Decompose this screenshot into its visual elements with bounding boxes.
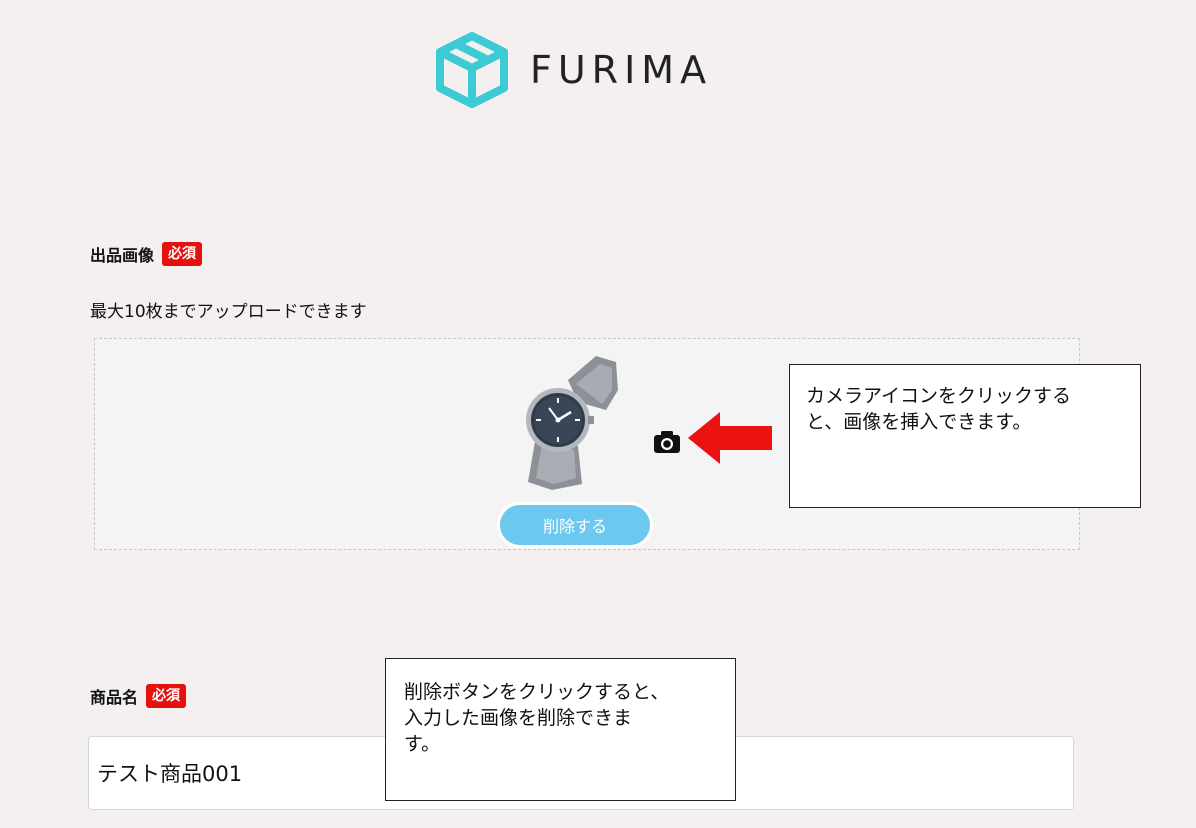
brand-name: FURIMA [530, 48, 713, 92]
header: FURIMA [0, 0, 1196, 110]
arrow-left-icon [688, 412, 772, 464]
delete-tooltip-callout: 削除ボタンをクリックすると、 入力した画像を削除できま す。 [385, 658, 736, 801]
callout-line: と、画像を挿入できます。 [806, 411, 1032, 433]
image-section-label: 出品画像 必須 [90, 242, 203, 266]
upload-limit-note: 最大10枚までアップロードできます [90, 302, 367, 322]
required-badge: 必須 [146, 684, 187, 708]
image-label-text: 出品画像 [90, 246, 155, 265]
callout-line: 削除ボタンをクリックすると、 [404, 681, 670, 703]
callout-line: カメラアイコンをクリックする [806, 385, 1072, 407]
callout-line: 入力した画像を削除できま [404, 707, 633, 729]
required-badge: 必須 [162, 242, 203, 266]
watch-thumbnail [526, 356, 618, 490]
camera-icon[interactable] [653, 430, 681, 454]
logo[interactable]: FURIMA [432, 30, 712, 110]
callout-line: す。 [404, 733, 441, 755]
camera-tooltip-callout: カメラアイコンをクリックする と、画像を挿入できます。 [789, 364, 1141, 508]
name-section-label: 商品名 必須 [90, 684, 187, 708]
name-label-text: 商品名 [90, 688, 139, 707]
delete-image-button[interactable]: 削除する [497, 502, 653, 548]
cube-logo-icon [436, 32, 508, 108]
